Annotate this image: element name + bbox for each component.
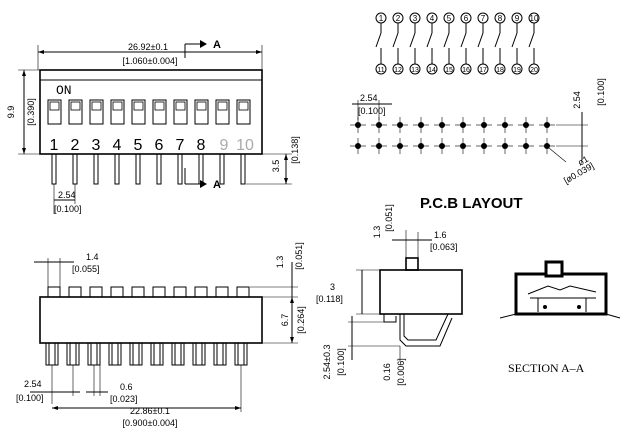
body-dim-in: [0.264]	[296, 306, 306, 334]
section-label: SECTION A–A	[508, 361, 585, 375]
top-view: 26.92±0.1 [1.060±0.004] A 9.9 [0.390] ON	[6, 39, 300, 214]
pitch-dim-in: [0.100]	[54, 204, 82, 214]
front-view: 1.4 [0.055] 1.3 [0.051] 6.7 [0.	[16, 242, 306, 428]
width-dim-in: [1.060±0.004]	[123, 56, 178, 66]
front-actuators	[47, 286, 250, 298]
schematic-pin: 8	[498, 14, 503, 23]
pin-width-dim: 0.6	[120, 382, 133, 392]
lead-dim: 3.5	[271, 160, 281, 173]
pin-number: 6	[155, 137, 164, 154]
side-pin-dim-in: [0.006]	[396, 358, 406, 386]
schematic-pin: 16	[462, 67, 470, 74]
schematic-pin: 5	[447, 14, 452, 23]
pcb-layout: 2.54 [0.100] 2.54 [0.100]	[350, 78, 606, 212]
schematic-pin: 10	[530, 14, 539, 23]
schematic-bottom-pins: 11 12 13 14 15 16 17 18 19 20	[375, 63, 540, 75]
hole-dim: ø1	[576, 154, 590, 168]
side-row-dim-in: [0.100]	[336, 348, 346, 376]
pin-number: 7	[176, 137, 185, 154]
schematic-pin: 4	[430, 14, 435, 23]
schematic-pin: 14	[428, 67, 436, 74]
height-dim: 9.9	[6, 106, 16, 119]
actuator-dim: 1.4	[86, 252, 99, 262]
side-act-dim-in: [0.063]	[430, 242, 458, 252]
width-dim: 26.92±0.1	[128, 42, 168, 52]
schematic-pin: 7	[481, 14, 486, 23]
schematic-pin: 20	[530, 67, 538, 74]
side-view: 1.3 [0.051] 1.6 [0.063] 3 [0.118] 2.54±0…	[316, 204, 463, 386]
section-marker-bottom: A	[213, 179, 221, 191]
pin-number: 5	[134, 137, 143, 154]
pin-number: 3	[92, 137, 101, 154]
front-pitch-dim-in: [0.100]	[16, 393, 44, 403]
side-row-dim: 2.54±0.3	[322, 345, 332, 380]
pin-number: 1	[50, 137, 59, 154]
front-pitch-dim: 2.54	[24, 379, 42, 389]
pcb-holes	[350, 117, 555, 154]
pin-number: 8	[197, 137, 206, 154]
front-top-dim: 1.3	[275, 256, 285, 269]
schematic-pin: 2	[396, 14, 401, 23]
section-view: SECTION A–A	[499, 260, 621, 375]
pin-number: 2	[71, 137, 80, 154]
schematic-pin: 11	[377, 67, 384, 74]
pcb-pitch-dim-in: [0.100]	[358, 106, 386, 116]
schematic-pin: 6	[464, 14, 469, 23]
pitch-dim: 2.54	[58, 190, 76, 200]
body-dim: 6.7	[280, 314, 290, 327]
schematic-pin: 1	[379, 14, 384, 23]
schematic-pin: 12	[394, 67, 402, 74]
side-act-dim: 1.6	[434, 230, 447, 240]
front-top-dim-in: [0.051]	[294, 242, 304, 270]
side-top-dim-in: [0.051]	[384, 204, 394, 232]
schematic-pin: 17	[479, 67, 487, 74]
on-label: ON	[56, 83, 72, 98]
schematic-top-pins: 1 2 3 4 5 6 7 8 9 10	[375, 12, 540, 24]
pcb-row-dim-in: [0.100]	[596, 78, 606, 106]
span-dim-in: [0.900±0.004]	[123, 418, 178, 428]
pin-width-dim-in: [0.023]	[110, 394, 138, 404]
schematic-pin: 13	[411, 67, 419, 74]
front-pins	[45, 342, 248, 366]
schematic-pin: 15	[445, 67, 453, 74]
schematic-pin: 19	[513, 67, 521, 74]
switch-slots	[47, 99, 251, 125]
pin-number: 9	[220, 137, 229, 154]
actuator-dim-in: [0.055]	[72, 264, 100, 274]
section-marker-top: A	[213, 39, 221, 51]
side-h-dim-in: [0.118]	[316, 294, 343, 304]
schematic-pin: 3	[413, 14, 418, 23]
schematic-switches	[375, 23, 535, 64]
schematic-pin: 9	[515, 14, 520, 23]
span-dim: 22.86±0.1	[130, 406, 170, 416]
pcb-layout-title: P.C.B LAYOUT	[420, 195, 523, 212]
pin-number: 4	[113, 137, 122, 154]
height-dim-in: [0.390]	[26, 98, 36, 126]
schematic-pin: 18	[496, 67, 504, 74]
pcb-pitch-dim: 2.54	[360, 93, 378, 103]
pin-number: 10	[236, 137, 254, 154]
side-pin-dim: 0.16	[382, 363, 392, 381]
side-top-dim: 1.3	[372, 226, 382, 239]
schematic: 1 2 3 4 5 6 7 8 9 10 11 12 13 14	[375, 12, 540, 75]
pin-numbers: 1 2 3 4 5 6 7 8 9 10	[50, 137, 254, 154]
pcb-row-dim: 2.54	[572, 91, 582, 109]
lead-dim-in: [0.138]	[290, 136, 300, 164]
side-h-dim: 3	[330, 282, 335, 292]
